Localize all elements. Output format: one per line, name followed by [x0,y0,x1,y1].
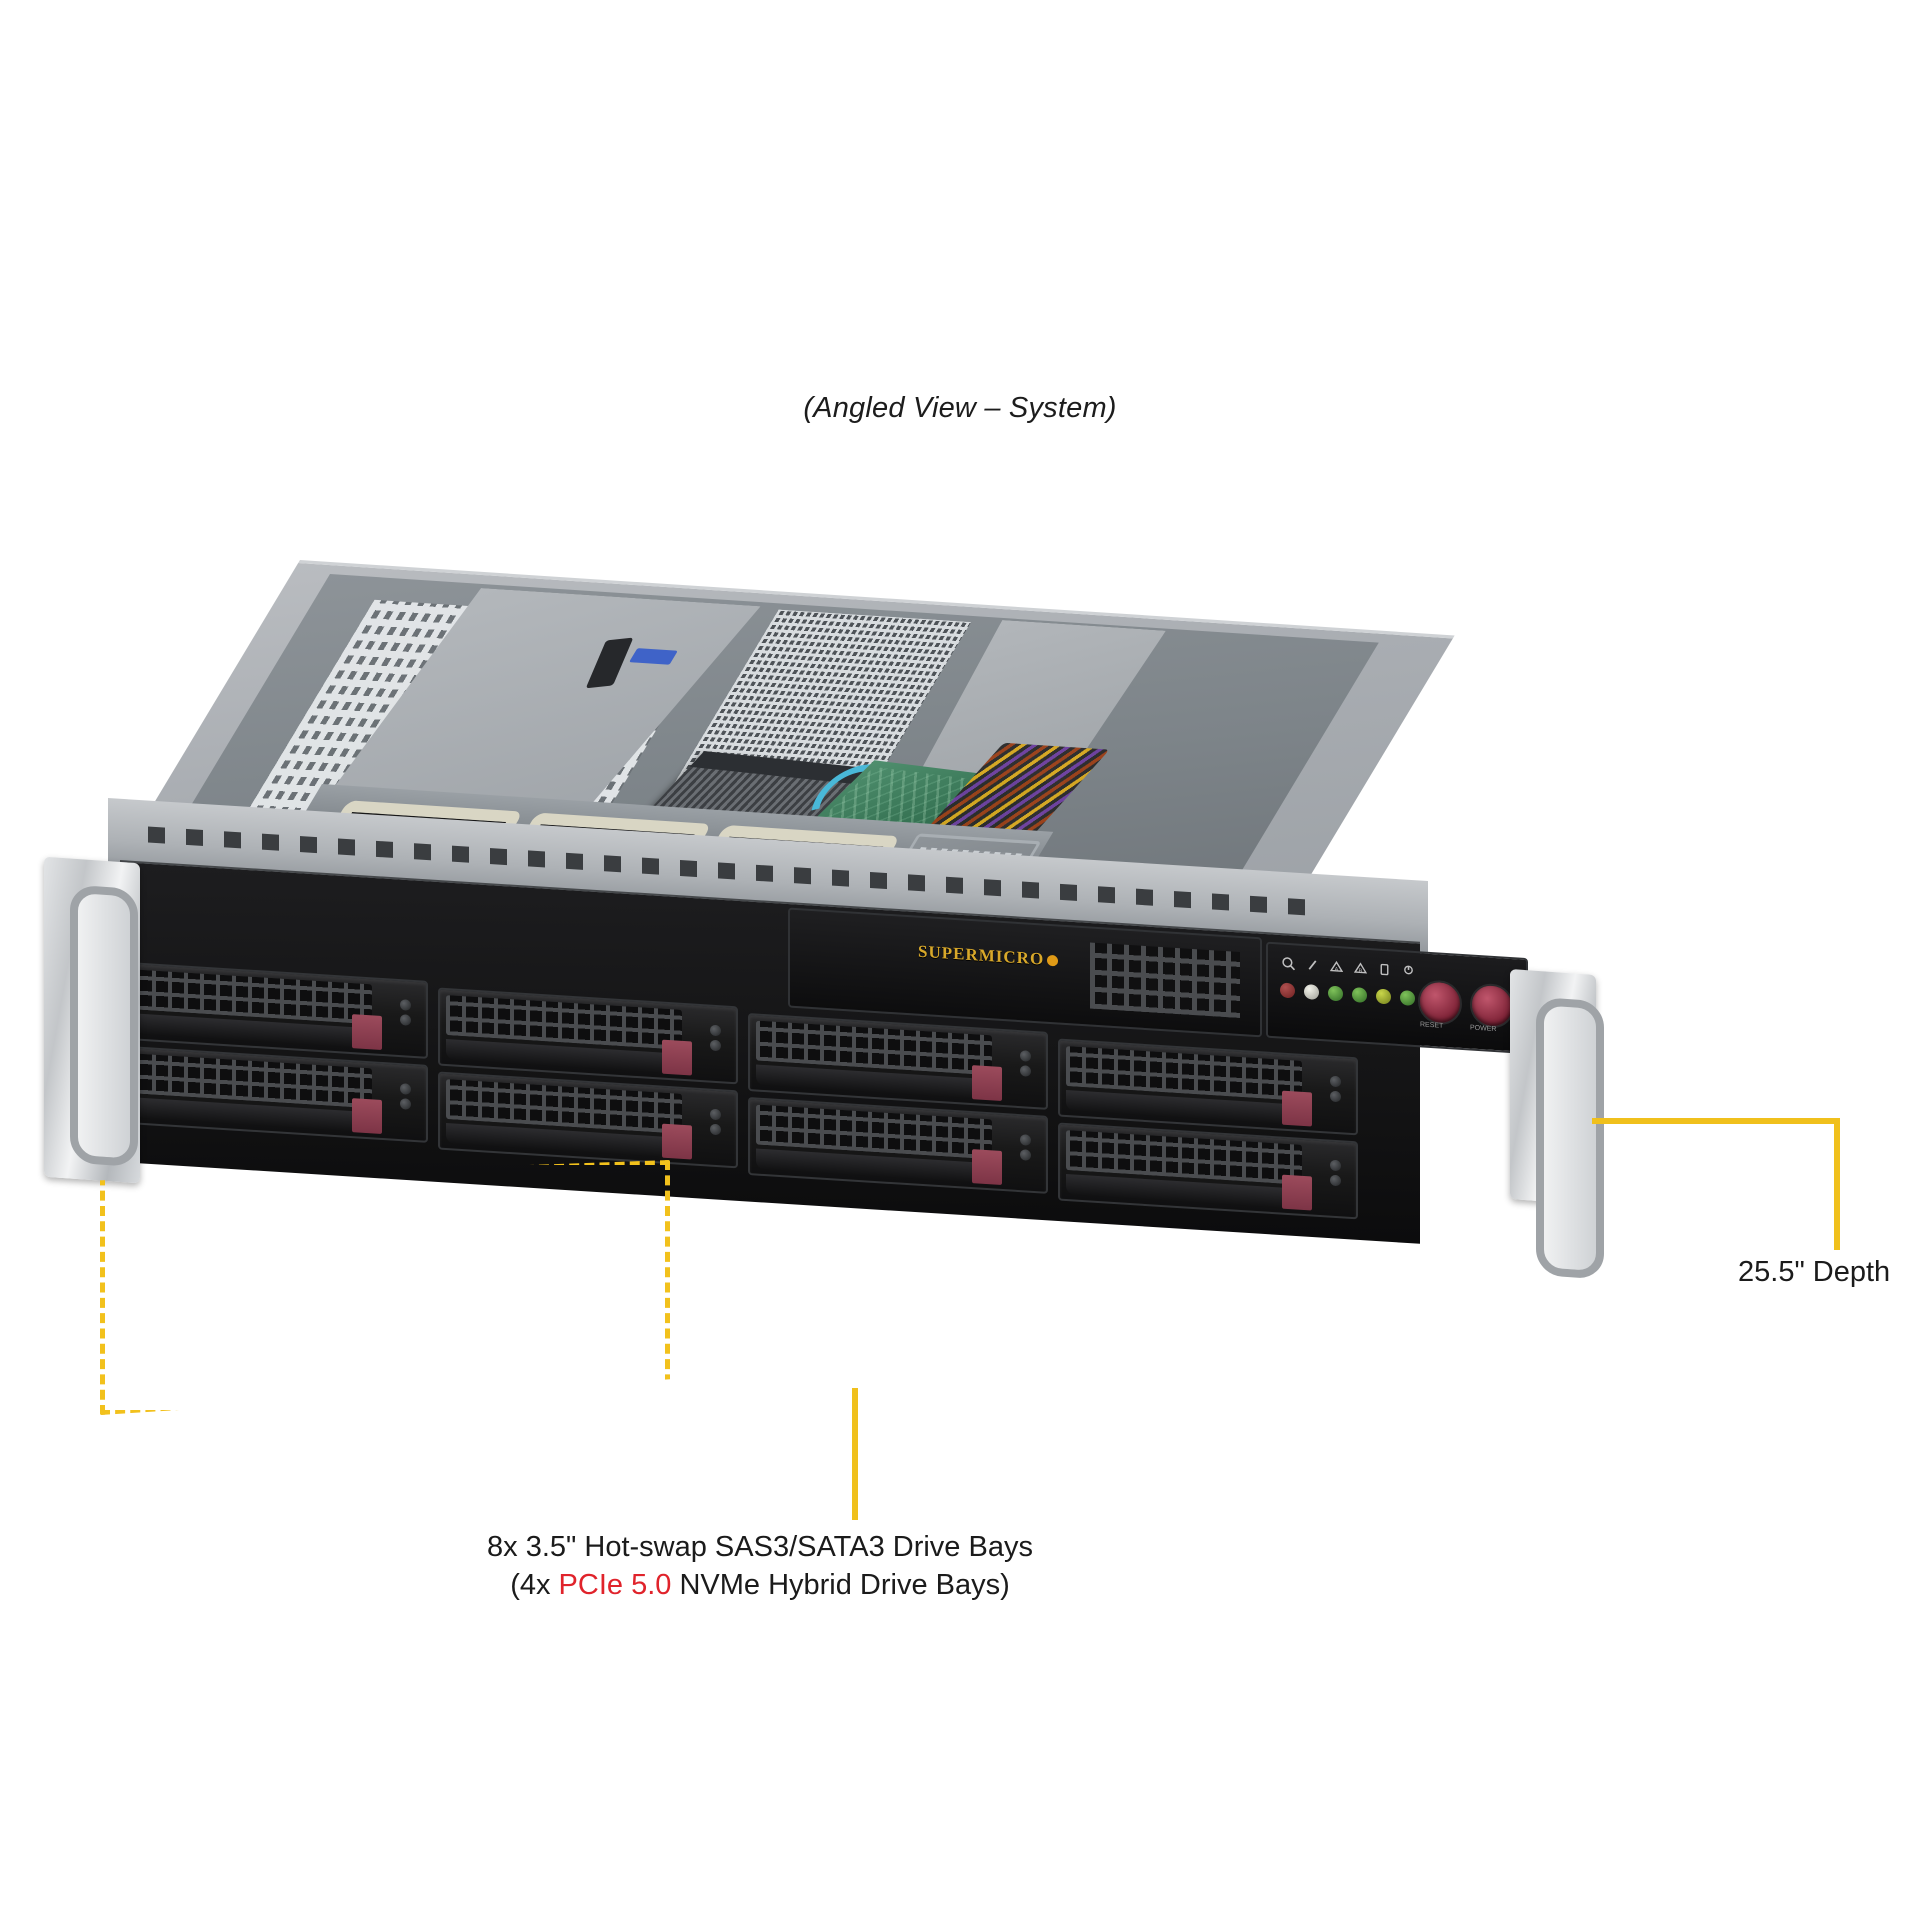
caption-suffix: NVMe Hybrid Drive Bays) [671,1569,1010,1602]
power-button[interactable] [1470,982,1514,1030]
drive-tray-leds [1014,1130,1036,1175]
drive-tray-release-latch[interactable] [352,1014,382,1050]
drive-tray[interactable] [1058,1038,1358,1136]
drive-bay-caption-line1: 8x 3.5" Hot-swap SAS3/SATA3 Drive Bays [487,1531,1033,1563]
drive-tray-leds [394,995,416,1040]
power-button-label: POWER [1470,1024,1497,1034]
control-panel-icons: A B [1282,957,1415,978]
blue-label-chip [629,648,678,665]
drive-tray-release-latch[interactable] [662,1123,692,1160]
rack-ear-left [44,856,140,1184]
page-title: (Angled View – System) [803,392,1117,424]
drive-tray-leds [704,1104,726,1149]
drive-bay-array: SUPERMICRO A B [128,866,1528,1225]
svg-text:B: B [1359,968,1363,974]
drive-tray[interactable] [748,1097,1048,1194]
reset-button-label: RESET [1420,1021,1444,1030]
drive-tray-release-latch[interactable] [972,1149,1002,1185]
svg-text:A: A [1335,967,1339,973]
drive-tray-leds [1014,1046,1036,1091]
network-activity-icon [1306,958,1319,972]
drive-tray-release-latch[interactable] [972,1065,1002,1101]
drive-tray-leds [1324,1155,1346,1200]
drive-tray-release-latch[interactable] [352,1098,382,1134]
drive-tray-release-latch[interactable] [1282,1090,1312,1127]
drive-tray-release-latch[interactable] [1282,1174,1312,1211]
server-chassis-image: SUPERMICRO A B [0,560,1920,1420]
supermicro-logo: SUPERMICRO [918,942,1058,971]
rack-handle-right[interactable] [1536,996,1604,1280]
drive-tray[interactable] [748,1013,1048,1110]
drive-tray[interactable] [1058,1122,1358,1220]
network-b-icon: B [1353,961,1368,975]
drive-bay-caption: 8x 3.5" Hot-swap SAS3/SATA3 Drive Bays (… [0,1528,1520,1605]
drive-tray-release-latch[interactable] [662,1039,692,1076]
reset-button[interactable] [1418,979,1462,1026]
hdd-activity-icon [1378,963,1391,977]
power-status-icon [1402,964,1415,978]
control-panel-leds [1280,982,1415,1006]
drive-bay-caption-line2: (4x PCIe 5.0 NVMe Hybrid Drive Bays) [0,1566,1520,1604]
rack-handle-left[interactable] [70,884,138,1168]
drive-tray-leds [1324,1071,1346,1116]
drive-tray[interactable] [438,1071,738,1169]
network-a-icon: A [1329,960,1344,974]
pcie-gen-highlight: PCIe 5.0 [558,1569,672,1602]
info-icon [1282,957,1296,971]
drive-tray[interactable] [128,1046,428,1143]
rack-ear-right [1510,968,1604,1280]
drive-tray[interactable] [438,987,738,1085]
branding-panel-vents [1090,942,1240,1018]
control-panel[interactable]: A B RESET [1266,941,1528,1055]
drive-tray-leds [704,1020,726,1065]
drive-tray[interactable] [128,962,428,1059]
caption-prefix: (4x [510,1569,559,1602]
drive-tray-leds [394,1079,416,1124]
